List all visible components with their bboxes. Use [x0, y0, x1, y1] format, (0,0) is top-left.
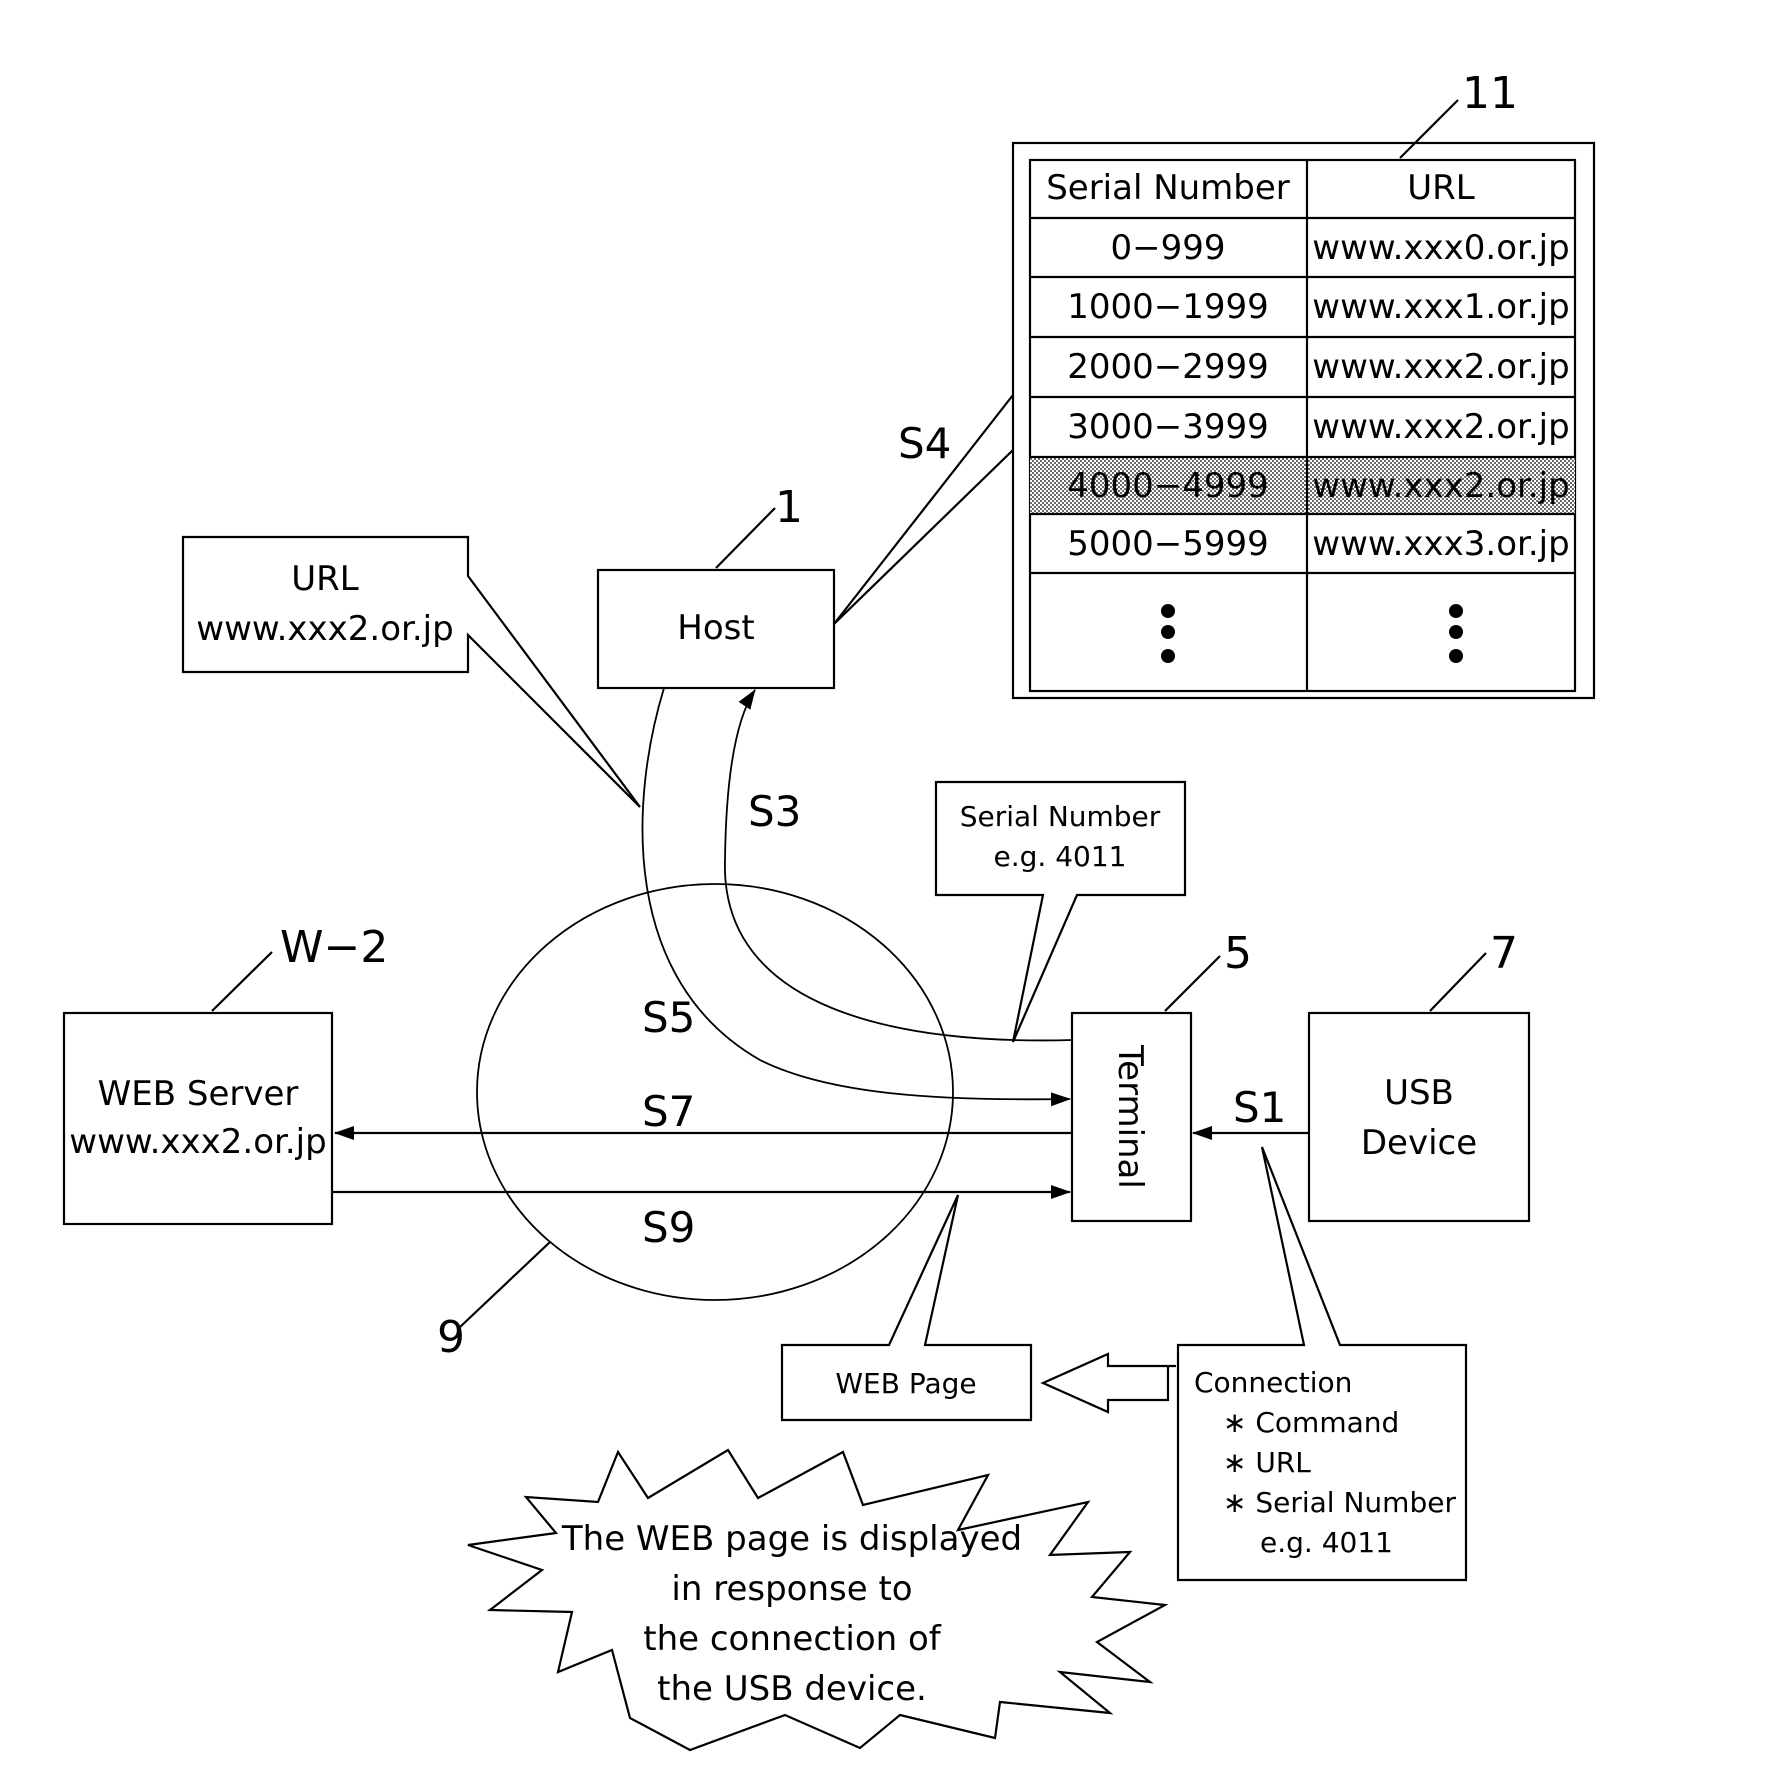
connection-item-command: ∗ Command: [1223, 1406, 1399, 1439]
usb-device-label-line1: USB: [1384, 1073, 1454, 1113]
hollow-arrow-icon: [1043, 1354, 1176, 1412]
table-cell-serial: 5000−5999: [1067, 524, 1269, 564]
table-cell-serial: 1000−1999: [1067, 287, 1269, 327]
ref-label-table: 11: [1462, 68, 1518, 119]
burst-text-line3: the connection of: [643, 1619, 942, 1659]
connection-title: Connection: [1194, 1366, 1352, 1399]
connection-item-example: e.g. 4011: [1260, 1526, 1393, 1559]
table-cell-url: www.xxx1.or.jp: [1312, 287, 1569, 327]
table-cell-url-highlighted: www.xxx2.or.jp: [1312, 466, 1569, 506]
url-callout-value: www.xxx2.or.jp: [196, 609, 453, 649]
step-label-s7: S7: [642, 1087, 695, 1136]
ref-label-usb: 7: [1490, 928, 1518, 979]
table-header-serial: Serial Number: [1046, 168, 1290, 208]
ref-label-network: 9: [437, 1312, 465, 1363]
ref-label-web-server: W−2: [280, 922, 388, 973]
web-page-label: WEB Page: [835, 1367, 976, 1400]
table-cell-serial: 3000−3999: [1067, 407, 1269, 447]
host-label: Host: [677, 608, 754, 648]
usb-device-label-line2: Device: [1361, 1123, 1477, 1163]
table-cell-url: www.xxx3.or.jp: [1312, 524, 1569, 564]
ref-label-host: 1: [775, 482, 803, 533]
vertical-ellipsis-icon: [1449, 604, 1463, 663]
burst-text-line1: The WEB page is displayed: [561, 1519, 1022, 1559]
table-cell-url: www.xxx2.or.jp: [1312, 407, 1569, 447]
table-header-url: URL: [1407, 168, 1475, 208]
usb-device-box: [1309, 1013, 1529, 1221]
connection-item-serial: ∗ Serial Number: [1223, 1486, 1456, 1519]
table-cell-serial-highlighted: 4000−4999: [1067, 466, 1269, 506]
burst-text-line4: the USB device.: [657, 1669, 927, 1709]
web-server-box: [64, 1013, 332, 1224]
table-cell-url: www.xxx2.or.jp: [1312, 347, 1569, 387]
step-label-s9: S9: [642, 1203, 695, 1252]
table-cell-serial: 0−999: [1110, 228, 1225, 268]
web-server-url: www.xxx2.or.jp: [69, 1122, 326, 1162]
table-cell-url: www.xxx0.or.jp: [1312, 228, 1569, 268]
step-label-s5: S5: [642, 993, 695, 1042]
web-server-label: WEB Server: [98, 1074, 299, 1114]
step-label-s1: S1: [1233, 1083, 1286, 1132]
url-callout-box: [183, 537, 640, 807]
connection-item-url: ∗ URL: [1223, 1446, 1311, 1479]
vertical-ellipsis-icon: [1161, 604, 1175, 663]
serial-url-table: Serial Number URL 0−999 www.xxx0.or.jp 1…: [1013, 143, 1594, 698]
burst-text-line2: in response to: [671, 1569, 912, 1609]
step-label-s4: S4: [898, 419, 951, 468]
terminal-label: Terminal: [1110, 1044, 1150, 1189]
serial-callout-example: e.g. 4011: [994, 840, 1127, 873]
ref-label-terminal: 5: [1224, 928, 1252, 979]
step-label-s3: S3: [748, 787, 801, 836]
table-cell-serial: 2000−2999: [1067, 347, 1269, 387]
url-callout-title: URL: [291, 559, 359, 599]
serial-callout-title: Serial Number: [960, 800, 1161, 833]
